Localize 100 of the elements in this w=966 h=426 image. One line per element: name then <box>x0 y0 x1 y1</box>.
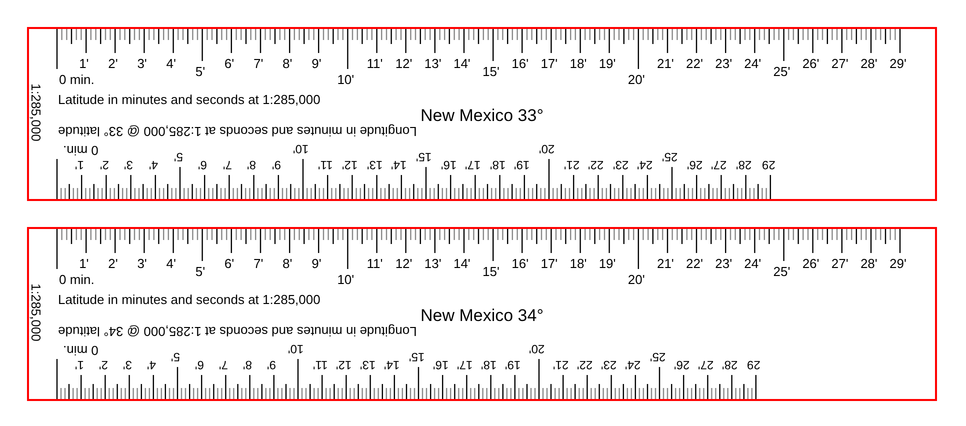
tick-label: 8' <box>282 257 292 270</box>
tick-label: 29' <box>890 57 906 70</box>
tick-label: 11' <box>366 57 383 70</box>
tick-label: 1' <box>74 359 84 371</box>
tick-label: 4' <box>166 57 176 70</box>
tick-label: 1' <box>79 57 89 70</box>
tick-label: 21' <box>656 57 674 70</box>
tick-label: 27' <box>711 159 727 171</box>
tick-label: 4' <box>166 257 176 270</box>
tick-label: 13' <box>424 57 442 70</box>
tick-label: 1' <box>79 257 89 270</box>
tick-label: 3' <box>124 159 134 171</box>
tick-label: 6' <box>224 257 234 270</box>
tick-label: 22' <box>588 159 604 171</box>
tick-label: 24' <box>744 57 762 70</box>
tick-label: 7' <box>222 159 232 171</box>
tick-label: 26' <box>686 159 702 171</box>
tick-label: 6' <box>195 359 204 371</box>
tick-label: 20' <box>628 273 645 286</box>
tick-label: 14' <box>453 57 470 70</box>
tick-label: 3' <box>137 57 147 70</box>
tick-label: 5' <box>195 65 206 78</box>
tick-label: 16' <box>440 159 456 171</box>
scale-zero-label: 0 min. <box>63 344 98 357</box>
tick-label: 17' <box>465 159 481 171</box>
tick-label: 16' <box>512 257 529 270</box>
tick-label: 26' <box>802 257 820 270</box>
tick-label: 27' <box>831 257 848 270</box>
tick-label: 22' <box>686 257 703 270</box>
tick-label: 11' <box>312 359 328 371</box>
tick-label: 8' <box>282 57 292 70</box>
tick-label: 28' <box>860 257 878 270</box>
tick-label: 18' <box>490 159 506 171</box>
tick-label: 17' <box>540 57 558 70</box>
tick-label: 27' <box>831 57 848 70</box>
tick-label: 24' <box>637 159 654 171</box>
scale-description: Longitude in minutes and seconds at 1:285,000 @ 33° latitude <box>58 125 417 138</box>
tick-label: 10' <box>288 343 304 355</box>
tick-label: 2' <box>108 257 118 270</box>
tick-label: 11' <box>318 159 333 171</box>
tick-label: 25' <box>650 351 666 363</box>
tick-label: 19' <box>504 359 521 371</box>
tick-label: 4' <box>146 359 156 371</box>
tick-label: 2' <box>100 159 109 171</box>
tick-label: 23' <box>715 57 732 70</box>
tick-label: 6' <box>198 159 208 171</box>
tick-label: 5' <box>195 265 206 278</box>
scale-ratio: 1:285,000 <box>30 284 42 344</box>
tick-label: 5' <box>174 151 182 163</box>
tick-label: 14' <box>391 159 408 171</box>
scale-description: Latitude in minutes and seconds at 1:285,000 <box>58 293 320 306</box>
tick-label: 26' <box>802 57 820 70</box>
tick-label: 19' <box>598 257 616 270</box>
tick-label: 12' <box>336 359 352 371</box>
tick-label: 7' <box>253 57 264 70</box>
tick-label: 7' <box>219 359 228 371</box>
tick-label: 12' <box>395 57 412 70</box>
tick-label: 3' <box>122 359 132 371</box>
tick-label: 25' <box>773 265 790 278</box>
tick-label: 8' <box>247 159 256 171</box>
tick-label: 22' <box>686 57 703 70</box>
tick-label: 2' <box>98 359 108 371</box>
tick-label: 18' <box>480 359 496 371</box>
tick-label: 15' <box>482 65 500 78</box>
tick-label: 12' <box>342 159 358 171</box>
tick-label: 6' <box>224 57 234 70</box>
tick-label: 9' <box>312 57 322 70</box>
tick-label: 17' <box>456 359 472 371</box>
tick-label: 22' <box>577 359 593 371</box>
scale-zero-label: 0 min. <box>59 73 94 86</box>
tick-label: 15' <box>416 151 432 163</box>
tick-label: 10' <box>293 143 309 155</box>
scale-zero-label: 0 min. <box>59 273 94 286</box>
tick-label: 13' <box>424 257 442 270</box>
tick-label: 20' <box>628 73 645 86</box>
tick-label: 25' <box>773 65 790 78</box>
tick-label: 18' <box>570 57 587 70</box>
scale-zero-label: 0 min. <box>63 144 98 157</box>
tick-label: 19' <box>514 159 530 171</box>
tick-label: 25' <box>662 151 678 163</box>
tick-label: 24' <box>744 257 762 270</box>
tick-label: 29 <box>747 359 761 371</box>
tick-label: 21' <box>656 257 674 270</box>
tick-label: 21' <box>564 159 580 171</box>
tick-label: 4' <box>148 159 158 171</box>
tick-label: 17' <box>540 257 558 270</box>
tick-label: 27' <box>698 359 714 371</box>
tick-label: 29 <box>762 159 776 171</box>
tick-label: 23' <box>601 359 617 371</box>
tick-label: 5' <box>171 351 180 363</box>
tick-label: 12' <box>395 257 412 270</box>
tick-label: 14' <box>384 359 400 371</box>
scale-description: Longitude in minutes and seconds at 1:285,000 @ 34° latitude <box>58 325 417 338</box>
tick-label: 11' <box>366 257 383 270</box>
tick-label: 9' <box>267 359 276 371</box>
tick-label: 20' <box>539 143 555 155</box>
tick-label: 26' <box>674 359 690 371</box>
tick-label: 23' <box>612 159 628 171</box>
tick-label: 2' <box>108 57 118 70</box>
tick-label: 9' <box>272 159 281 171</box>
